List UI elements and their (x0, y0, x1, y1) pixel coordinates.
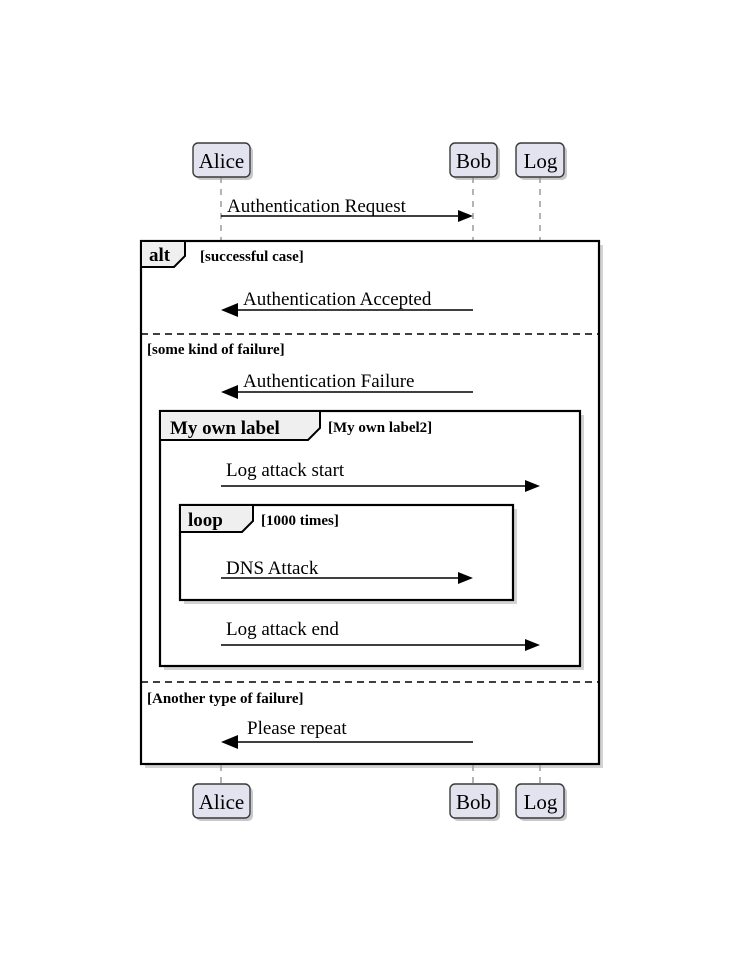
participant-label: Log (524, 790, 558, 814)
participants-top: Alice Bob Log (192, 142, 567, 180)
fragment-my-own-label-guard: [My own label2] (328, 420, 432, 436)
participant-box (515, 783, 565, 819)
participant-box (192, 142, 251, 178)
fragment-loop-guard: [1000 times] (261, 513, 339, 529)
fragment-alt-operator-tag (140, 240, 186, 268)
fragment-alt-guard-2: [some kind of failure] (147, 342, 285, 358)
message-arrowhead (458, 210, 473, 222)
fragment-alt-guard-3: [Another type of failure] (147, 691, 304, 707)
message-arrowhead (458, 572, 473, 584)
message-label: Authentication Accepted (243, 289, 432, 310)
participant-box (192, 783, 251, 819)
participant-bob-bottom[interactable]: Bob (449, 783, 500, 821)
participant-bob-top[interactable]: Bob (449, 142, 500, 180)
message-label: Log attack start (226, 460, 345, 481)
message-please-repeat[interactable]: Please repeat (221, 718, 473, 749)
message-log-attack-start[interactable]: Log attack start (221, 460, 540, 492)
participant-box (515, 142, 565, 178)
message-arrowhead (221, 303, 238, 317)
participants-bottom: Alice Bob Log (192, 783, 567, 821)
message-authentication-failure[interactable]: Authentication Failure (221, 371, 473, 399)
fragment-alt-operator-label: alt (149, 245, 171, 266)
message-label: Please repeat (247, 718, 347, 739)
participant-label: Alice (199, 149, 244, 173)
message-label: DNS Attack (226, 558, 319, 579)
participant-label: Bob (456, 790, 491, 814)
message-authentication-accepted[interactable]: Authentication Accepted (221, 289, 473, 317)
message-dns-attack[interactable]: DNS Attack (221, 558, 473, 584)
messages-group: Authentication Request Authentication Ac… (221, 196, 540, 749)
participant-alice-top[interactable]: Alice (192, 142, 253, 180)
participant-log-bottom[interactable]: Log (515, 783, 567, 821)
fragment-loop[interactable]: loop [1000 times] (178, 503, 517, 604)
message-label: Log attack end (226, 619, 339, 640)
fragment-loop-operator-tag (179, 504, 254, 533)
message-arrowhead (221, 735, 238, 749)
fragment-my-own-label-operator-label: My own label (170, 418, 280, 439)
participant-log-top[interactable]: Log (515, 142, 567, 180)
participant-box (449, 783, 498, 819)
message-label: Authentication Failure (243, 371, 414, 392)
participant-label: Log (524, 149, 558, 173)
fragment-alt-guard-1: [successful case] (200, 249, 304, 265)
message-log-attack-end[interactable]: Log attack end (221, 619, 540, 651)
message-arrowhead (221, 385, 238, 399)
participant-alice-bottom[interactable]: Alice (192, 783, 253, 821)
participant-label: Bob (456, 149, 491, 173)
participant-label: Alice (199, 790, 244, 814)
fragment-loop-operator-label: loop (188, 510, 223, 531)
message-authentication-request[interactable]: Authentication Request (221, 196, 473, 222)
participant-box (449, 142, 498, 178)
fragment-my-own-label-operator-tag (159, 410, 321, 441)
message-arrowhead (525, 480, 540, 492)
message-label: Authentication Request (227, 196, 407, 217)
message-arrowhead (525, 639, 540, 651)
